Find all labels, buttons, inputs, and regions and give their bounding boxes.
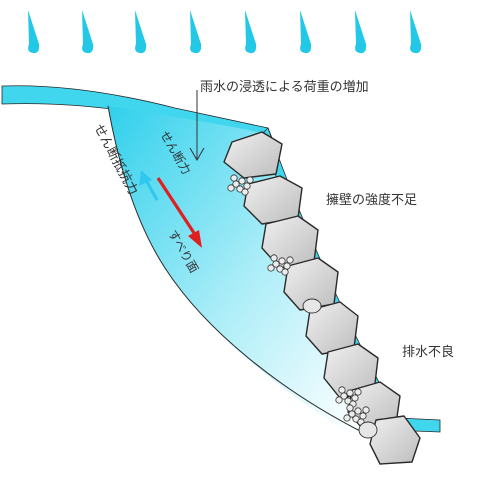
shear-force-arrow-head — [188, 230, 202, 248]
load-arrow-head — [189, 147, 205, 161]
wall-stone — [369, 415, 421, 465]
gravel-stone — [227, 184, 235, 192]
gravel-stone — [230, 174, 238, 182]
gravel-stone — [238, 177, 246, 185]
gravel-fill — [227, 174, 378, 439]
gravel-stone — [354, 388, 362, 396]
gravel-stone — [278, 257, 286, 265]
raindrop-icon — [300, 10, 312, 54]
poor-drainage-label: 排水不良 — [402, 344, 454, 360]
rain — [28, 10, 422, 54]
shear-resistance-arrow-head — [139, 170, 152, 186]
shear-resistance-arrow — [144, 179, 159, 201]
raindrop-icon — [190, 10, 202, 54]
gravel-stone — [283, 262, 291, 270]
wall-stone — [223, 131, 283, 179]
raindrop-icon — [355, 10, 367, 54]
shear-force-arrow — [156, 177, 198, 237]
gravel-stone — [302, 298, 322, 314]
wall-strength-label: 擁壁の強度不足 — [326, 192, 417, 208]
slip-surface-line — [107, 105, 363, 433]
rain-infiltration-label: 雨水の浸透による荷重の増加 — [200, 79, 369, 95]
gravel-stone — [346, 389, 354, 397]
gravel-stone — [267, 264, 275, 272]
retaining-wall-stones — [223, 131, 421, 465]
gravel-stone — [281, 268, 289, 276]
gravel-stone — [362, 406, 370, 414]
gravel-stone — [351, 394, 359, 402]
gravel-stone — [354, 407, 362, 415]
raindrop-icon — [410, 10, 422, 54]
raindrop-icon — [245, 10, 257, 54]
sliding-soil-mass — [108, 106, 362, 432]
gravel-stone — [335, 396, 343, 404]
gravel-stone — [270, 254, 278, 262]
gravel-stone — [343, 414, 351, 422]
gravel-stone — [243, 182, 251, 190]
gravel-stone — [246, 176, 254, 184]
gravel-stone — [241, 188, 249, 196]
raindrop-icon — [28, 10, 40, 54]
gravel-stone — [338, 386, 346, 394]
raindrop-icon — [82, 10, 94, 54]
gravel-stone — [346, 404, 354, 412]
gravel-stone — [358, 421, 378, 439]
gravel-stone — [286, 256, 294, 264]
raindrop-icon — [135, 10, 147, 54]
gravel-stone — [359, 412, 367, 420]
